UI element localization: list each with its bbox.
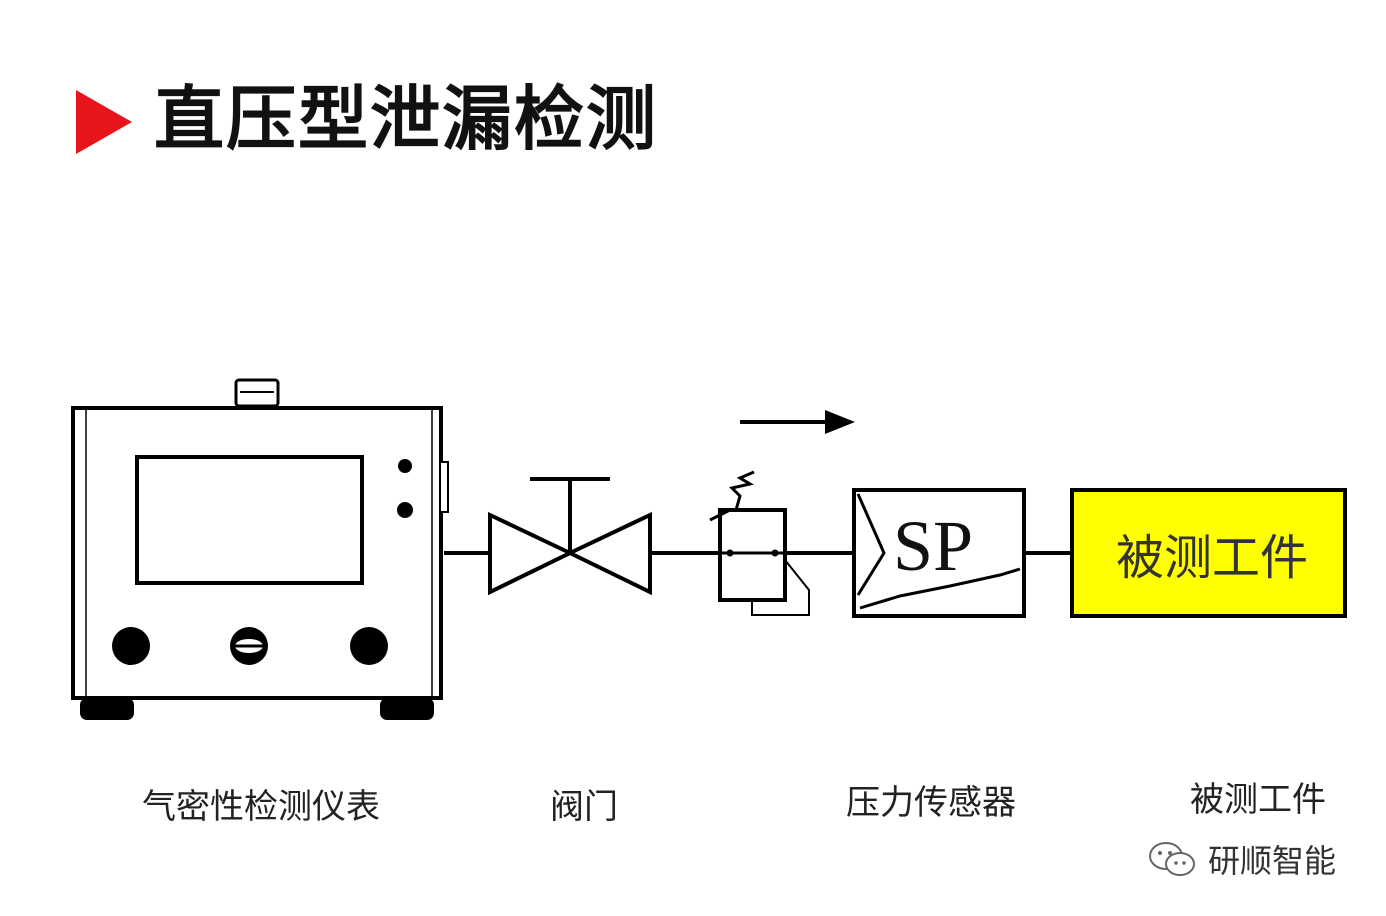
regulator-icon bbox=[709, 470, 810, 616]
workpiece-box: 被测工件 bbox=[1070, 488, 1347, 618]
indicator-light bbox=[397, 502, 413, 518]
sensor-label: SP bbox=[893, 506, 973, 586]
knob-icon bbox=[350, 627, 388, 665]
knob-icon bbox=[112, 627, 150, 665]
watermark: 研顺智能 bbox=[1146, 836, 1336, 882]
workpiece-caption: 被测工件 bbox=[1190, 780, 1326, 820]
instrument-caption: 气密性检测仪表 bbox=[142, 787, 380, 827]
page-title: 直压型泄漏检测 bbox=[154, 78, 658, 160]
pressure-sensor: SP bbox=[852, 488, 1026, 618]
valve-icon bbox=[488, 477, 652, 596]
instrument-screen bbox=[135, 455, 364, 585]
watermark-text: 研顺智能 bbox=[1208, 842, 1337, 880]
sensor-caption: 压力传感器 bbox=[846, 783, 1016, 823]
page-title-group: 直压型泄漏检测 bbox=[76, 84, 658, 154]
valve-caption: 阀门 bbox=[550, 787, 618, 827]
workpiece-label: 被测工件 bbox=[1116, 530, 1308, 586]
wechat-icon bbox=[1149, 842, 1195, 876]
play-triangle-icon bbox=[76, 90, 132, 154]
test-instrument bbox=[71, 378, 449, 720]
flow-direction-arrow-icon bbox=[740, 410, 855, 434]
indicator-light bbox=[398, 459, 412, 473]
